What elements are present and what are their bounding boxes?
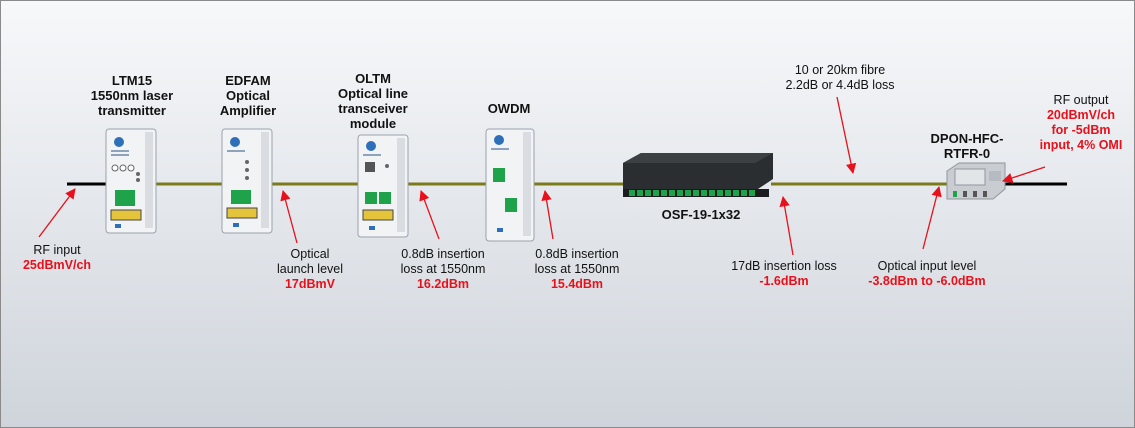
ltm15-title: LTM15 1550nm laser transmitter (90, 73, 174, 118)
owdm-loss-label: 0.8dB insertion loss at 1550nm 15.4dBm (534, 247, 620, 291)
ltm15-device (105, 128, 157, 234)
arrow-optical-input (922, 185, 942, 250)
rf-output-label: RF output 20dBmV/ch for -5dBm input, 4% … (1039, 93, 1123, 152)
edfam-device (221, 128, 273, 234)
oltm-device (357, 134, 409, 238)
rf-input-label: RF input 25dBmV/ch (22, 243, 92, 272)
arrow-splitter-loss (779, 195, 794, 256)
arrow-owdm-loss (541, 189, 554, 240)
edfam-title: EDFAM Optical Amplifier (219, 73, 277, 118)
arrow-launch (280, 189, 298, 244)
oltm-loss-label: 0.8dB insertion loss at 1550nm 16.2dBm (400, 247, 486, 291)
splitter-title: OSF-19-1x32 (661, 207, 741, 222)
receiver-title: DPON-HFC- RTFR-0 (930, 131, 1004, 161)
launch-label: Optical launch level 17dBmV (276, 247, 343, 291)
optical-input-label: Optical input level -3.8dBm to -6.0dBm (868, 259, 986, 288)
arrow-oltm-loss (419, 190, 440, 240)
fibre-label: 10 or 20km fibre 2.2dB or 4.4dB loss (785, 63, 895, 92)
receiver-device (946, 162, 1006, 200)
arrow-fibre (836, 96, 857, 175)
splitter-device (623, 153, 773, 197)
arrow-rf-input (38, 188, 76, 238)
owdm-title: OWDM (487, 101, 531, 116)
splitter-loss-label: 17dB insertion loss -1.6dBm (731, 259, 837, 288)
arrow-rf-output (1002, 166, 1046, 183)
owdm-device (485, 128, 535, 242)
oltm-title: OLTM Optical line transceiver module (337, 71, 409, 131)
